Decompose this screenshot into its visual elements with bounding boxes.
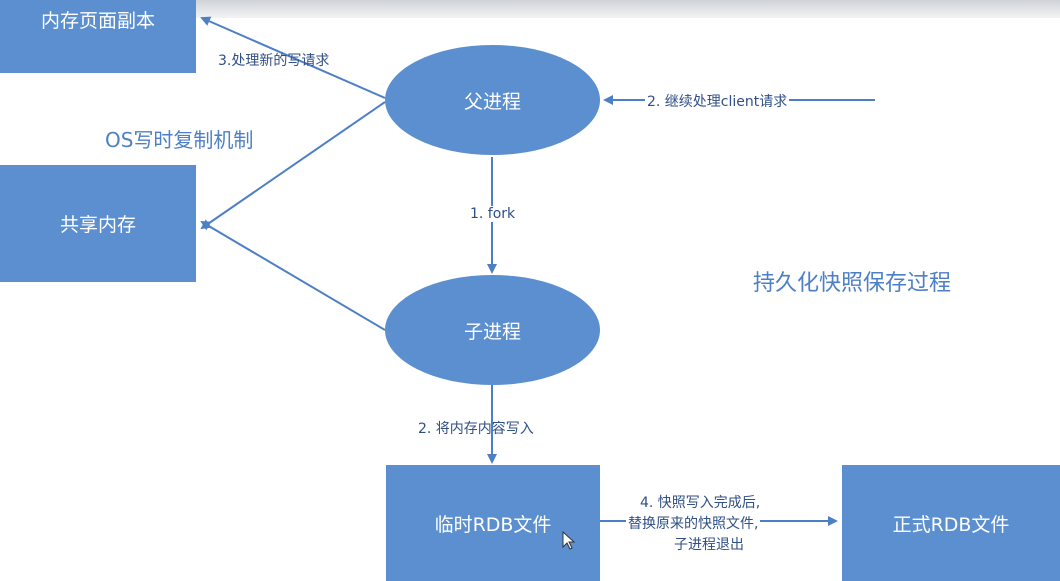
arrow-parent-to-shared [200, 101, 386, 230]
handle-new-write-label: 3.处理新的写请求 [218, 53, 330, 69]
parent-process-node: 父进程 [385, 45, 600, 155]
parent-process-label: 父进程 [463, 90, 521, 113]
mouse-cursor-icon [562, 531, 576, 550]
temp-rdb-file-label: 临时RDB文件 [434, 513, 552, 536]
replace-label-line3: 子进程退出 [674, 537, 744, 553]
write-memory-label: 2. 将内存内容写入 [418, 421, 534, 437]
temp-rdb-file-box: 临时RDB文件 [386, 465, 600, 581]
replace-label-line2: 替换原来的快照文件, [626, 513, 761, 533]
memory-page-copy-label: 内存页面副本 [40, 10, 155, 32]
child-process-label: 子进程 [463, 320, 521, 343]
continue-client-label: 2. 继续处理client请求 [645, 91, 790, 111]
diagram-title: 持久化快照保存过程 [753, 271, 952, 296]
arrow-parent-to-page-copy [200, 16, 386, 99]
shared-memory-box: 共享内存 [0, 165, 196, 282]
replace-label-line1: 4. 快照写入完成后, [640, 495, 761, 511]
top-bar [0, 0, 1060, 18]
child-process-node: 子进程 [385, 275, 600, 385]
memory-page-copy-box: 内存页面副本 [0, 0, 196, 73]
official-rdb-file-label: 正式RDB文件 [892, 513, 1010, 536]
os-cow-label: OS写时复制机制 [105, 128, 254, 152]
shared-memory-label: 共享内存 [59, 214, 136, 236]
fork-label: 1. fork [468, 206, 518, 222]
arrow-child-to-shared [200, 220, 386, 331]
official-rdb-file-box: 正式RDB文件 [842, 465, 1060, 581]
